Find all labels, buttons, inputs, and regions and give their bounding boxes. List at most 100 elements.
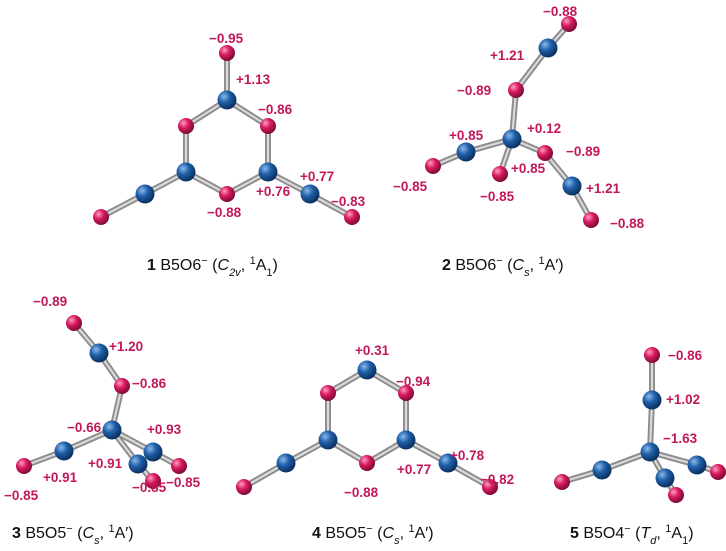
oxygen-atom	[145, 473, 161, 489]
oxygen-atom	[668, 487, 684, 503]
charge-label: −0.95	[209, 31, 244, 46]
oxygen-atom	[537, 145, 553, 161]
caption-structure-3: 3 B5O5− (Cs, 1A′)	[12, 523, 134, 547]
charge-label: −0.85	[393, 179, 428, 194]
boron-atom	[438, 453, 458, 473]
charge-label: −0.94	[396, 374, 431, 389]
boron-atom	[135, 184, 155, 204]
oxygen-atom	[482, 479, 498, 495]
oxygen-atom	[554, 474, 570, 490]
boron-atom	[357, 360, 377, 380]
oxygen-atom	[359, 455, 375, 471]
structure-3-charges: −0.89 +1.20 −0.86 −0.66 +0.93 +0.91 +0.9…	[4, 294, 201, 503]
charge-label: −0.88	[610, 216, 645, 231]
charge-label: −0.88	[344, 485, 379, 500]
charge-label: −0.89	[33, 294, 67, 309]
charge-label: −0.89	[457, 83, 491, 98]
boron-atom	[300, 184, 320, 204]
charge-label: +0.85	[449, 128, 484, 143]
oxygen-atom	[644, 347, 660, 363]
charge-label: +0.12	[527, 121, 561, 136]
oxygen-atom	[236, 479, 252, 495]
boron-atom	[258, 162, 278, 182]
oxygen-atom	[171, 458, 187, 474]
oxygen-atom	[16, 458, 32, 474]
charge-label: −0.85	[480, 189, 515, 204]
caption-structure-2: 2 B5O6− (Cs, 1A′)	[442, 255, 564, 279]
boron-atom	[143, 442, 163, 462]
boron-atom	[538, 38, 558, 58]
structure-1-charges: −0.95 +1.13 −0.86 +0.77 −0.83 +0.76 −0.8…	[207, 31, 366, 220]
oxygen-atom	[66, 315, 82, 331]
charge-label: +0.77	[300, 169, 334, 184]
oxygen-atom	[320, 385, 336, 401]
charge-label: −0.86	[132, 376, 167, 391]
boron-atom	[655, 468, 675, 488]
charge-label: +0.91	[43, 470, 78, 485]
charge-label: +0.78	[450, 448, 485, 463]
charge-label: +0.31	[355, 343, 390, 358]
boron-atom	[89, 343, 109, 363]
boron-atom	[318, 430, 338, 450]
structure-4-charges: +0.31 −0.94 +0.78 +0.77 −0.82 −0.88	[344, 343, 514, 500]
oxygen-atom	[492, 166, 508, 182]
boron-atom	[592, 460, 612, 480]
atom-layer	[16, 16, 726, 503]
boron-atom	[562, 176, 582, 196]
boron-atom	[687, 455, 707, 475]
oxygen-atom	[93, 209, 109, 225]
charge-label: −0.85	[132, 480, 167, 495]
charge-label: +1.20	[109, 339, 143, 354]
charge-label: +0.91	[88, 456, 123, 471]
charge-label: +0.85	[511, 161, 546, 176]
boron-atom	[396, 430, 416, 450]
structure-5-charges: −0.86 +1.02 −1.63	[663, 348, 703, 446]
oxygen-atom	[508, 82, 524, 98]
charge-label: +0.77	[397, 462, 431, 477]
boron-atom	[128, 454, 148, 474]
charge-label: +1.13	[236, 72, 271, 87]
charge-label: −0.89	[566, 144, 600, 159]
oxygen-atom	[344, 209, 360, 225]
structure-2-charges: −0.88 +1.21 −0.89 +0.85 +0.12 −0.89 −0.8…	[393, 4, 645, 231]
charge-label: −0.86	[668, 348, 703, 363]
boron-atom	[54, 441, 74, 461]
boron-atom	[456, 142, 476, 162]
oxygen-atom	[561, 16, 577, 32]
boron-atom	[176, 162, 196, 182]
caption-structure-4: 4 B5O5− (Cs, 1A′)	[312, 523, 434, 547]
oxygen-atom	[583, 212, 599, 228]
charge-label: +1.02	[666, 392, 700, 407]
charge-label: −0.88	[207, 205, 242, 220]
boron-atom	[217, 90, 237, 110]
oxygen-atom	[425, 158, 441, 174]
oxygen-atom	[219, 186, 235, 202]
charge-label: −0.85	[4, 488, 39, 503]
charge-label: +1.21	[586, 181, 621, 196]
charge-label: +0.93	[147, 422, 182, 437]
caption-structure-1: 1 B5O6− (C2v, 1A1)	[147, 255, 278, 279]
charge-label: +0.76	[256, 184, 291, 199]
oxygen-atom	[219, 45, 235, 61]
boron-atom	[642, 390, 662, 410]
charge-label: −0.86	[258, 102, 293, 117]
caption-structure-5: 5 B5O4− (Td, 1A1)	[570, 523, 694, 547]
oxygen-atom	[114, 378, 130, 394]
oxygen-atom	[260, 118, 276, 134]
oxygen-atom	[710, 464, 726, 480]
charge-label: −1.63	[663, 431, 698, 446]
oxygen-atom	[178, 118, 194, 134]
charge-label: +1.21	[490, 48, 525, 63]
oxygen-atom	[398, 385, 414, 401]
boron-atom	[640, 442, 660, 462]
charge-label: −0.66	[67, 420, 102, 435]
charge-label: −0.83	[331, 194, 366, 209]
charge-label: −0.85	[166, 475, 201, 490]
charge-label: −0.88	[543, 4, 578, 19]
boron-atom	[276, 453, 296, 473]
boron-atom	[502, 129, 522, 149]
bond-layer	[21, 21, 721, 498]
boron-atom	[102, 420, 122, 440]
charge-label: −0.82	[480, 472, 514, 487]
